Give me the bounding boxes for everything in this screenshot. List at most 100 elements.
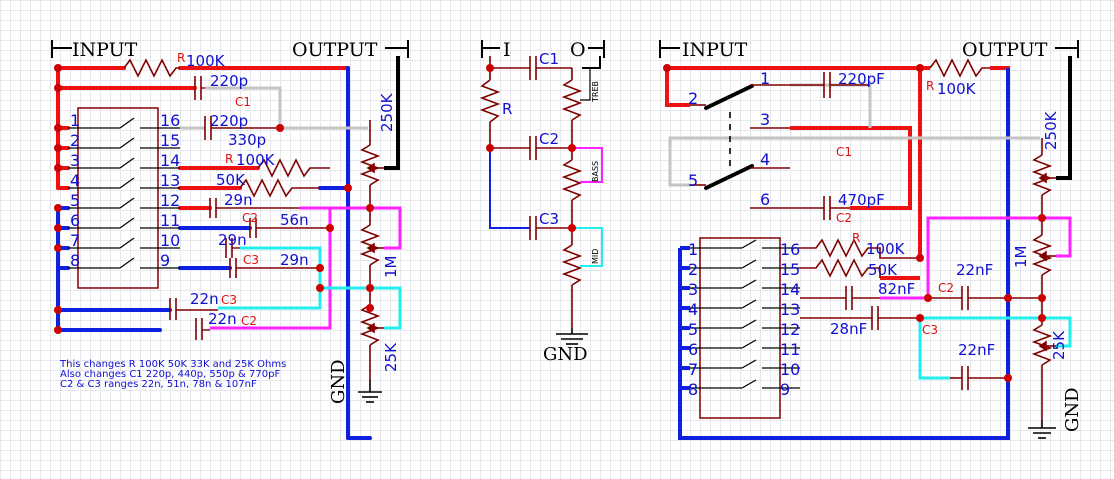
right-pot-250k (1031, 154, 1053, 196)
r2-tag: R (225, 152, 233, 166)
pot-250k-label: 250K (378, 92, 396, 132)
pin-label: 7 (688, 360, 698, 379)
c2-value-c: 22n (208, 310, 237, 328)
pin-label: 8 (70, 251, 80, 270)
pin-label: 13 (780, 300, 800, 319)
mid-pot-bass (561, 159, 583, 201)
mid-c3-label: C3 (539, 210, 559, 228)
pin-label: 1 (688, 240, 698, 259)
mid-pot-treb (561, 79, 583, 121)
mid-o-label: O (570, 39, 586, 61)
pin-label: 11 (780, 340, 800, 359)
right-c2-tag-b: C2 (938, 281, 954, 295)
left-gnd-label: GND (328, 359, 349, 404)
r2-value: 100K (236, 151, 276, 169)
c3-value-a: 29n (218, 231, 247, 249)
right-c2-tag: C2 (836, 211, 852, 225)
pot-250k (359, 144, 381, 186)
pin-label: 2 (688, 260, 698, 279)
c1-value-b: 220p (210, 112, 248, 130)
right-c82-value: 82nF (878, 280, 915, 298)
r3-value: 50K (216, 171, 246, 189)
pin-label: 15 (780, 260, 800, 279)
right-pot-250k-label: 250K (1042, 110, 1060, 150)
pin-label: 12 (780, 320, 800, 339)
pot-1m (359, 224, 381, 266)
right-c22a-value: 22nF (956, 261, 993, 279)
right-ground-symbol (1028, 420, 1056, 439)
sw-pin-label: 5 (688, 171, 698, 190)
pin-label: 6 (688, 340, 698, 359)
pin-label: 2 (70, 131, 80, 150)
mid-c1-label: C1 (539, 50, 559, 68)
right-input-label: INPUT (682, 39, 748, 61)
mid-c2-label: C2 (539, 130, 559, 148)
right-pot-25k-label: 25K (1050, 330, 1068, 360)
right-c3-tag: C3 (922, 323, 938, 337)
pin-label: 9 (160, 251, 170, 270)
right-c220-value: 220pF (838, 70, 885, 88)
pin-label: 15 (160, 131, 180, 150)
pin-label: 11 (160, 211, 180, 230)
note-line: C2 & C3 ranges 22n, 51n, 78n & 107nF (60, 379, 257, 390)
c3-value-c: 22n (190, 290, 219, 308)
mid-ground-symbol (556, 328, 588, 345)
mid-treb-label: TREB (591, 81, 600, 103)
pin-label: 10 (780, 360, 800, 379)
right-resistor-output (929, 58, 990, 78)
note-line: This changes R 100K 50K 33K and 25K Ohms (59, 359, 286, 370)
c1-value-c: 330p (228, 131, 266, 149)
left-ground-symbol (358, 380, 382, 403)
right-c1-tag: C1 (836, 145, 852, 159)
c3-tag-2: C3 (221, 293, 237, 307)
resistor-r-top (123, 58, 180, 78)
right-c28-value: 28nF (830, 320, 867, 338)
pin-label: 4 (688, 300, 698, 319)
right-gnd-label: GND (1062, 387, 1083, 432)
pin-label: 6 (70, 211, 80, 230)
mid-resistor-r (479, 79, 501, 123)
right-r-50k: 50K (868, 261, 898, 279)
right-c470-value: 470pF (838, 191, 885, 209)
right-pot-1m-label: 1M (1012, 246, 1030, 269)
c2-tag-2: C2 (241, 314, 257, 328)
c3-value-b: 29n (280, 251, 309, 269)
mid-r-label: R (502, 100, 512, 118)
left-output-label: OUTPUT (292, 39, 378, 61)
pin-label: 10 (160, 231, 180, 250)
pot-25k (359, 304, 381, 346)
c2-value-a: 29n (224, 191, 253, 209)
c1-tag: C1 (235, 95, 251, 109)
sw-pin-label: 3 (760, 110, 770, 129)
c2-tag: C2 (242, 211, 258, 225)
pin-label: 5 (70, 191, 80, 210)
pin-label: 16 (160, 111, 180, 130)
note-line: Also changes C1 220p, 440p, 550p & 770pF (60, 369, 280, 380)
pin-label: 3 (688, 280, 698, 299)
sw-pin-label: 6 (760, 190, 770, 209)
left-dip-pin-labels: 1 2 3 4 5 6 7 8 16 15 14 13 12 11 10 9 (70, 111, 180, 270)
right-c22b-value: 22nF (958, 341, 995, 359)
pin-label: 1 (70, 111, 80, 130)
left-schematic: INPUT OUTPUT (51, 39, 409, 440)
right-r-100k-b: 100K (866, 240, 906, 258)
sw-pin-label: 2 (688, 89, 698, 108)
r-tag: R (177, 51, 185, 65)
right-r-100k: 100K (937, 80, 977, 98)
c1-value-a: 220p (210, 72, 248, 90)
right-resistor-50k (800, 258, 881, 278)
right-output-label: OUTPUT (962, 39, 1048, 61)
middle-schematic: I O (479, 39, 605, 365)
pin-label: 12 (160, 191, 180, 210)
left-dip-switch (77, 107, 159, 289)
mid-mid-label: MID (591, 249, 600, 264)
pin-label: 14 (160, 151, 180, 170)
right-resistor-100k (800, 238, 920, 259)
resistor-r-50k (239, 178, 320, 198)
pin-label: 8 (688, 380, 698, 399)
sw-pin-label: 4 (760, 150, 770, 169)
sw-pin-label: 1 (760, 69, 770, 88)
mid-gnd-label: GND (543, 344, 588, 365)
